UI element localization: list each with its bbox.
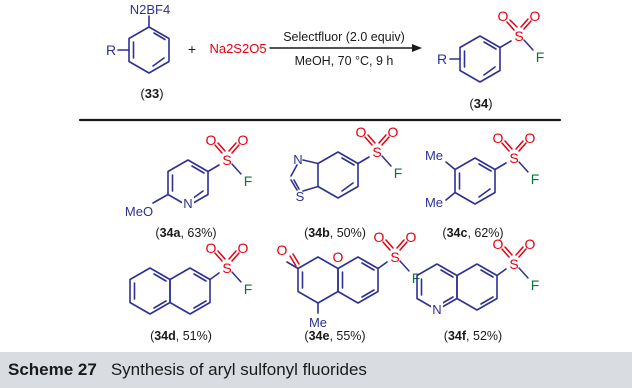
product-34c-label: (34c, 62%) bbox=[442, 226, 503, 240]
condition-solvent-temp-time: MeOH, 70 °C, 9 h bbox=[295, 54, 394, 68]
svg-text:F: F bbox=[244, 281, 253, 297]
svg-text:O: O bbox=[493, 236, 504, 252]
scheme-caption: Scheme 27 Synthesis of aryl sulfonyl flu… bbox=[0, 352, 632, 388]
condition-reagent: Selectfluor (2.0 equiv) bbox=[283, 30, 405, 44]
product-r-group: R bbox=[437, 51, 447, 67]
product-label: (34) bbox=[469, 96, 492, 111]
svg-text:F: F bbox=[412, 270, 421, 286]
product-34-so2f: S O O F bbox=[498, 8, 545, 65]
svg-text:F: F bbox=[531, 277, 540, 293]
svg-text:F: F bbox=[531, 171, 540, 187]
svg-text:S: S bbox=[390, 249, 399, 265]
product-34b: N S S O O F bbox=[290, 124, 403, 204]
svg-text:Me: Me bbox=[309, 315, 327, 330]
svg-text:N: N bbox=[432, 302, 441, 317]
caption-number: Scheme 27 bbox=[8, 360, 97, 379]
product-34d: S O O F bbox=[129, 240, 253, 315]
product-34 bbox=[449, 35, 512, 83]
svg-text:S: S bbox=[509, 150, 518, 166]
svg-text:F: F bbox=[394, 165, 403, 181]
reagent-sodium-metabisulfite: Na2S2O5 bbox=[209, 41, 266, 56]
svg-text:O: O bbox=[277, 242, 288, 258]
svg-text:O: O bbox=[238, 240, 249, 256]
product-34e: O O Me S O O F bbox=[277, 229, 421, 330]
product-34f: N S O O F bbox=[416, 236, 540, 317]
product-34b-label: (34b, 50%) bbox=[304, 226, 366, 240]
product-34a: N MeO S O O F bbox=[125, 132, 252, 219]
svg-text:O: O bbox=[493, 130, 504, 146]
product-34e-label: (34e, 55%) bbox=[304, 329, 365, 343]
svg-text:O: O bbox=[525, 130, 536, 146]
reactant-r-group: R bbox=[106, 42, 116, 58]
product-34a-label: (34a, 63%) bbox=[155, 226, 216, 240]
product-34d-label: (34d, 51%) bbox=[150, 329, 212, 343]
product-34c: Me Me S O O F bbox=[425, 130, 539, 210]
svg-text:S: S bbox=[509, 256, 518, 272]
reaction-arrow bbox=[269, 44, 422, 52]
svg-text:S: S bbox=[514, 28, 523, 44]
svg-text:O: O bbox=[356, 124, 367, 140]
svg-text:O: O bbox=[406, 229, 417, 245]
svg-text:Me: Me bbox=[425, 195, 443, 210]
reactant-33 bbox=[117, 15, 170, 74]
svg-text:O: O bbox=[206, 132, 217, 148]
svg-text:Me: Me bbox=[425, 148, 443, 163]
svg-text:O: O bbox=[333, 249, 344, 265]
svg-text:S: S bbox=[372, 144, 381, 160]
svg-text:O: O bbox=[206, 240, 217, 256]
plus-sign: + bbox=[188, 41, 196, 57]
caption-text: Synthesis of aryl sulfonyl fluorides bbox=[110, 360, 367, 379]
svg-text:S: S bbox=[222, 260, 231, 276]
svg-text:O: O bbox=[374, 229, 385, 245]
scheme-drawing: N2BF4 R (33) + Na2S2O5 Selectfluor (2.0 … bbox=[78, 2, 562, 343]
reactant-diazonium-group: N2BF4 bbox=[130, 2, 170, 17]
svg-text:MeO: MeO bbox=[125, 204, 153, 219]
svg-text:O: O bbox=[530, 8, 541, 24]
svg-text:O: O bbox=[388, 124, 399, 140]
reactant-label: (33) bbox=[140, 86, 163, 101]
svg-text:N: N bbox=[183, 196, 192, 211]
svg-text:N: N bbox=[293, 152, 302, 167]
product-34f-label: (34f, 52%) bbox=[444, 329, 502, 343]
svg-text:O: O bbox=[498, 8, 509, 24]
svg-text:S: S bbox=[222, 152, 231, 168]
svg-text:F: F bbox=[244, 173, 253, 189]
svg-text:O: O bbox=[525, 236, 536, 252]
svg-text:S: S bbox=[296, 189, 305, 204]
svg-text:O: O bbox=[238, 132, 249, 148]
svg-text:F: F bbox=[536, 49, 545, 65]
